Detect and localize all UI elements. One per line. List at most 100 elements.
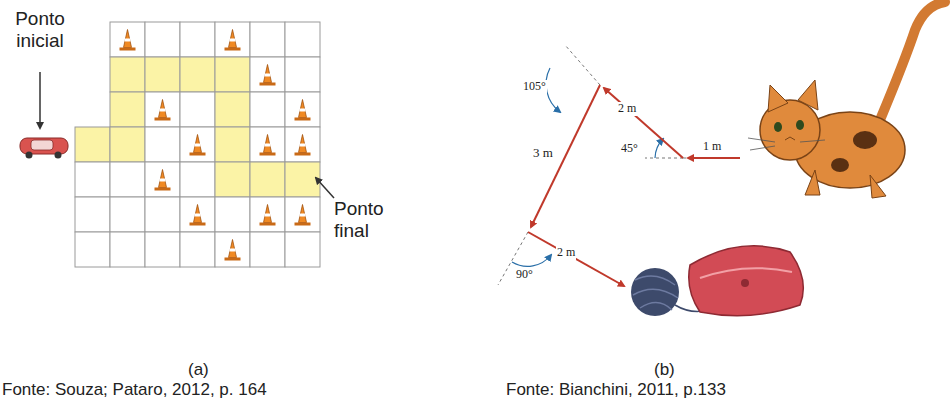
grid-cell (145, 92, 180, 127)
cone-base (155, 188, 171, 191)
grid-cell (75, 127, 110, 162)
cone-base (120, 48, 136, 51)
grid-cell (180, 127, 215, 162)
grid-cell (110, 197, 145, 232)
grid-cell (250, 57, 285, 92)
grid-cell (180, 197, 215, 232)
callout-label: Ponto final (334, 198, 404, 242)
cone-stripe (230, 249, 236, 252)
grid-cell (145, 22, 180, 57)
grid-cell (145, 232, 180, 267)
traffic-cone (264, 135, 272, 153)
cone-base (190, 223, 206, 226)
cone-stripe (265, 74, 271, 77)
cone-stripe (195, 144, 201, 147)
cone-stripe (300, 109, 306, 112)
grid-cell (75, 197, 110, 232)
traffic-cone (299, 100, 307, 118)
traffic-cone (264, 65, 272, 83)
cone-base (295, 223, 311, 226)
traffic-cone (159, 100, 167, 118)
grid-cell (75, 162, 110, 197)
grid-cell (285, 197, 320, 232)
grid-cell (250, 127, 285, 162)
cone-stripe (160, 109, 166, 112)
cone-base (260, 223, 276, 226)
grid-cell (250, 232, 285, 267)
measure-label: 105° (522, 80, 547, 94)
grid-cell (285, 127, 320, 162)
grid-cell (250, 162, 285, 197)
leader-arrow (39, 72, 41, 128)
measure-label: 3 m (532, 146, 554, 161)
traffic-cone (124, 30, 132, 48)
grid-cell (215, 232, 250, 267)
leader-arrow (316, 178, 334, 198)
traffic-cone (264, 205, 272, 223)
grid-cell (285, 22, 320, 57)
measure-label: 45° (620, 142, 639, 156)
cone-base (295, 118, 311, 121)
grid-cell (110, 57, 145, 92)
grid-cell (110, 162, 145, 197)
grid-cell (285, 232, 320, 267)
traffic-cone (229, 240, 237, 258)
traffic-cone (194, 135, 202, 153)
caption-text: (a) (188, 360, 209, 380)
cone-base (260, 83, 276, 86)
cone-stripe (265, 214, 271, 217)
cone-base (225, 48, 241, 51)
cone-base (295, 153, 311, 156)
car-icon (20, 138, 68, 159)
cone-stripe (230, 39, 236, 42)
measure-label: 1 m (702, 140, 722, 154)
cones (120, 30, 311, 261)
callout-label: Ponto inicial (6, 8, 74, 52)
cone-stripe (195, 214, 201, 217)
cone-base (260, 153, 276, 156)
grid (75, 22, 320, 267)
grid-cell (110, 92, 145, 127)
grid-cell (145, 127, 180, 162)
traffic-cone (299, 135, 307, 153)
grid-cell (250, 22, 285, 57)
measure-label: 90° (515, 268, 534, 282)
grid-cell (215, 162, 250, 197)
grid-cell (180, 22, 215, 57)
grid-cell (110, 232, 145, 267)
grid-cell (215, 92, 250, 127)
cone-base (190, 153, 206, 156)
grid-cell (215, 22, 250, 57)
grid-cell (180, 92, 215, 127)
grid-cell (75, 232, 110, 267)
traffic-cone (299, 205, 307, 223)
traffic-cone (159, 170, 167, 188)
caption-text: (b) (654, 360, 675, 380)
grid-cell (180, 162, 215, 197)
grid-cell (250, 197, 285, 232)
cone-stripe (300, 214, 306, 217)
grid-cell (215, 127, 250, 162)
grid-cell (285, 57, 320, 92)
traffic-cone (229, 30, 237, 48)
cat (748, 2, 945, 198)
cone-stripe (300, 144, 306, 147)
measure-label: 2 m (556, 246, 576, 260)
cone-base (155, 118, 171, 121)
grid-cell (285, 92, 320, 127)
grid-cell (180, 57, 215, 92)
grid-cell (180, 232, 215, 267)
grid-cell (215, 197, 250, 232)
grid-cell (145, 197, 180, 232)
traffic-cone (194, 205, 202, 223)
grid-cell (145, 57, 180, 92)
path-lines (498, 45, 740, 286)
cone-stripe (125, 39, 131, 42)
grid-cell (145, 162, 180, 197)
grid-cell (285, 162, 320, 197)
caption-text: Fonte: Bianchini, 2011, p.133 (506, 380, 726, 400)
cone-stripe (265, 144, 271, 147)
measure-label: 2 m (617, 102, 637, 116)
caption-text: Fonte: Souza; Pataro, 2012, p. 164 (2, 380, 267, 400)
